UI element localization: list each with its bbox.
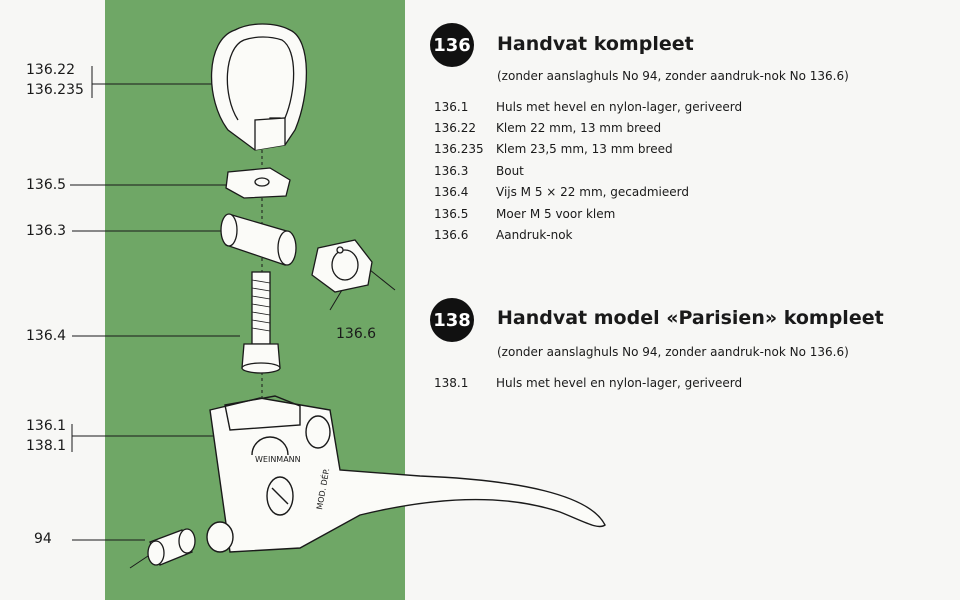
part-code: 136.3 <box>434 163 469 178</box>
nut-part <box>225 167 291 199</box>
section-136-parts-list: 136.1 Huls met hevel en nylon-lager, geri… <box>434 96 742 246</box>
callout-136-1: 136.1 <box>26 418 67 434</box>
part-description: Bout <box>496 163 524 178</box>
section-138-parts-list: 138.1 Huls met hevel en nylon-lager, geri… <box>434 372 742 393</box>
part-row: 136.1 Huls met hevel en nylon-lager, geri… <box>434 96 742 117</box>
part-row: 136.4 Vijs M 5 × 22 mm, gecadmieerd <box>434 182 742 203</box>
part-description: Vijs M 5 × 22 mm, gecadmieerd <box>496 185 689 200</box>
part-description: Huls met hevel en nylon-lager, geriveerd <box>496 375 743 390</box>
part-description: Klem 23,5 mm, 13 mm breed <box>496 142 673 157</box>
section-138-title: Handvat model «Parisien» kompleet <box>497 307 884 329</box>
brand-text: WEINMANN <box>255 455 301 464</box>
section-138-note: (zonder aanslaghuls No 94, zonder aandru… <box>497 345 849 359</box>
callout-136-3: 136.3 <box>26 223 67 239</box>
section-136-badge: 136 <box>430 23 474 67</box>
callout-94: 94 <box>34 531 52 547</box>
section-136-note: (zonder aanslaghuls No 94, zonder aandru… <box>497 69 849 83</box>
callout-136-4: 136.4 <box>26 328 67 344</box>
section-136-title: Handvat kompleet <box>497 33 694 55</box>
bolt-part <box>220 213 297 266</box>
screw-part <box>241 271 281 374</box>
clamp-part <box>210 23 308 151</box>
part-description: Moer M 5 voor klem <box>496 206 616 221</box>
part-code: 136.6 <box>434 228 469 243</box>
part-row: 136.22 Klem 22 mm, 13 mm breed <box>434 117 742 138</box>
callout-136-22: 136.22 <box>26 62 75 78</box>
part-code: 136.22 <box>434 121 476 136</box>
part-code: 138.1 <box>434 375 469 390</box>
part-row: 136.5 Moer M 5 voor klem <box>434 203 742 224</box>
section-138-badge: 138 <box>430 298 474 342</box>
part-description: Klem 22 mm, 13 mm breed <box>496 121 662 136</box>
part-row: 138.1 Huls met hevel en nylon-lager, geri… <box>434 372 742 393</box>
part-code: 136.5 <box>434 206 469 221</box>
callout-136-6: 136.6 <box>336 326 377 342</box>
part-code: 136.4 <box>434 185 469 200</box>
ferrule-part <box>147 528 196 566</box>
part-description: Aandruk-nok <box>496 228 573 243</box>
part-code: 136.235 <box>434 142 484 157</box>
lever-housing-part <box>206 395 606 553</box>
callout-136-5: 136.5 <box>26 177 67 193</box>
part-row: 136.6 Aandruk-nok <box>434 224 742 245</box>
part-row: 136.235 Klem 23,5 mm, 13 mm breed <box>434 139 742 160</box>
callout-138-1: 138.1 <box>26 438 67 454</box>
part-description: Huls met hevel en nylon-lager, geriveerd <box>496 99 743 114</box>
pressure-nub-part <box>311 239 373 293</box>
part-code: 136.1 <box>434 99 469 114</box>
callout-136-235: 136.235 <box>26 82 84 98</box>
part-row: 136.3 Bout <box>434 160 742 181</box>
